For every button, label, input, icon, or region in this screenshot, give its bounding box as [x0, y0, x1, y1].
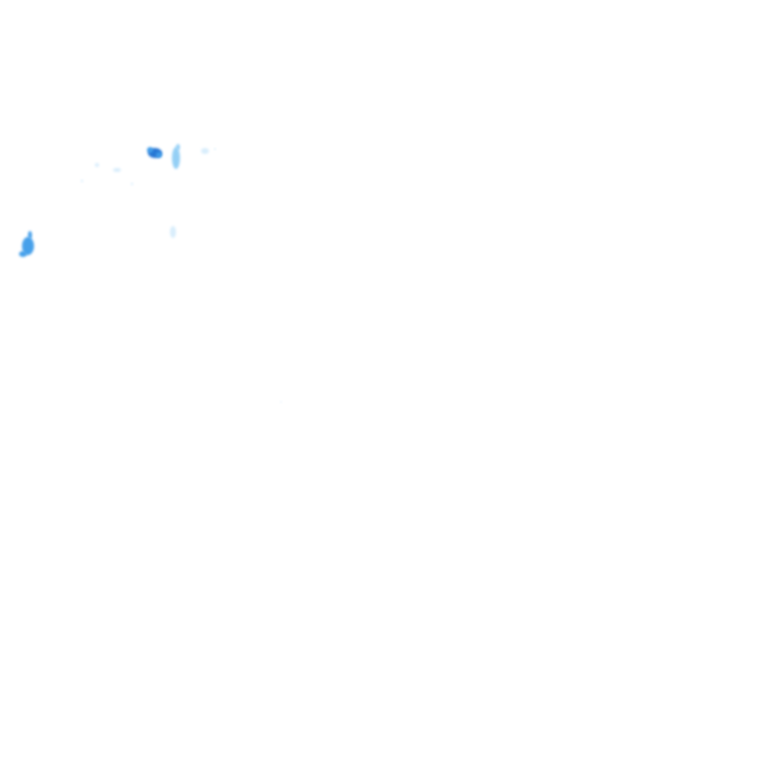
echo-blob [28, 231, 32, 239]
echo-blob [170, 226, 176, 238]
radar-echo-very-heavy [147, 147, 162, 158]
echo-blob [22, 237, 34, 255]
echo-blob [214, 148, 216, 150]
radar-echo-moderate [172, 144, 180, 169]
echo-blob [172, 147, 180, 169]
echo-blob [130, 182, 134, 186]
echo-blob [113, 168, 121, 172]
radar-echo-light [201, 148, 216, 154]
echo-layer [19, 144, 282, 403]
radar-echo-light [80, 179, 134, 186]
echo-blob [147, 147, 153, 153]
echo-blob [156, 152, 162, 158]
radar-echo-heavy [19, 231, 34, 257]
echo-blob [280, 401, 282, 403]
echo-blob [201, 148, 209, 154]
echo-blob [80, 179, 84, 183]
radar-echo-light [170, 226, 176, 238]
radar-echo-light [95, 163, 121, 172]
echo-blob [95, 163, 99, 167]
echo-blob [176, 144, 180, 150]
echo-blob [19, 251, 27, 257]
radar-echo-light [280, 401, 282, 403]
